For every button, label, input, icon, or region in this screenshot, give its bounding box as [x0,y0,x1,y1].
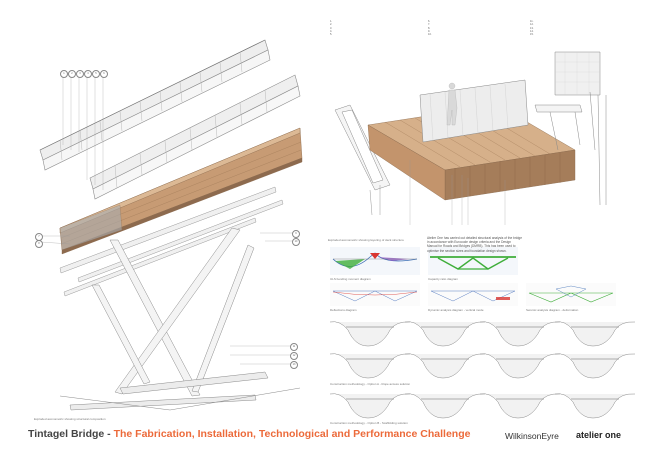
legend-item: 3. [330,26,333,30]
legend-item: 11. [530,20,534,23]
option-a-row-1 [329,321,636,347]
end-frame-panel [334,104,391,216]
legend-item: 14. [530,29,534,33]
sheet-title: Tintagel Bridge - The Fabrication, Insta… [28,428,470,440]
top-balustrade-drawing [39,39,271,171]
wilkinsoneyre-logo: WilkinsonEyre [505,431,559,441]
legend-column-3: 11. 12. 13. 14. 15. [530,20,610,36]
callout-3: 3 [76,70,84,78]
uls-bending-moment-diagram [330,247,420,275]
legend-item: 15. [530,33,534,37]
callout-1: 1 [60,70,68,78]
legend-column-1: 1. 2. 3. 4. 5. [330,20,392,36]
legend-item: 10. [428,33,432,37]
deflections-caption: Deflections diagram [330,308,357,312]
sheet-title-main: Tintagel Bridge - [28,428,114,440]
atelier-one-logo: atelier one [576,430,622,440]
arch-legs-drawing [91,227,255,397]
seismic-analysis-diagram [526,283,616,306]
callout-6: 6 [100,70,108,78]
legend-item: 1. [330,20,333,23]
legend-item: 13. [530,26,534,30]
seismic-caption: Seismic analysis diagram - deformation [526,308,579,312]
callout-9: 9 [292,230,300,238]
legend-item: 7. [428,23,431,27]
right-exploded-caption: Exploded axonometric showing layering of… [328,238,404,242]
callout-12: 12 [290,352,298,360]
capacity-ratio-diagram [428,247,518,275]
left-exploded-caption: Exploded axonometric showing structural … [34,417,106,421]
legend-item: 2. [330,23,333,27]
analysis-note: Atelier One has carried out detailed str… [427,236,522,253]
callout-4: 4 [84,70,92,78]
option-a-caption: Construction methodology - Option A - Ro… [330,382,411,386]
capacity-caption: Capacity ratio diagram [428,277,459,281]
mesh-panel-drawing [554,51,601,96]
lower-deck-plates-drawing [59,371,301,411]
person-silhouette [446,82,458,126]
legend-item: 12. [530,23,534,27]
deflections-diagram [330,283,420,306]
right-railing-drawing [419,79,529,143]
option-a-row-2 [329,353,636,379]
sheet-title-subtitle: The Fabrication, Installation, Technolog… [113,428,471,440]
option-b-caption: Construction methodology - Option B - Sc… [330,421,408,425]
dynamic-analysis-diagram [428,283,518,306]
legend-item: 9. [428,29,431,33]
callout-10: 10 [292,238,300,246]
option-b-row-1 [329,393,636,419]
dynamic-caption: Dynamic analysis diagram - vertical mode [428,308,484,312]
legend-column-2: 6. 7. 8. 9. 10. [428,20,498,36]
callout-11: 11 [290,343,298,351]
callout-5: 5 [92,70,100,78]
legend-item: 5. [330,33,333,37]
handrail-bracket-drawing [534,91,607,206]
timber-deck-drawing [59,127,303,255]
callout-2: 2 [68,70,76,78]
legend-item: 6. [428,20,431,23]
uls-caption: ULS bending moment diagram [330,277,371,281]
callout-13: 13 [290,361,298,369]
legend-item: 4. [330,29,333,33]
second-balustrade-drawing [89,74,301,200]
legend-item: 8. [428,26,431,30]
callout-8: 8 [35,240,43,248]
